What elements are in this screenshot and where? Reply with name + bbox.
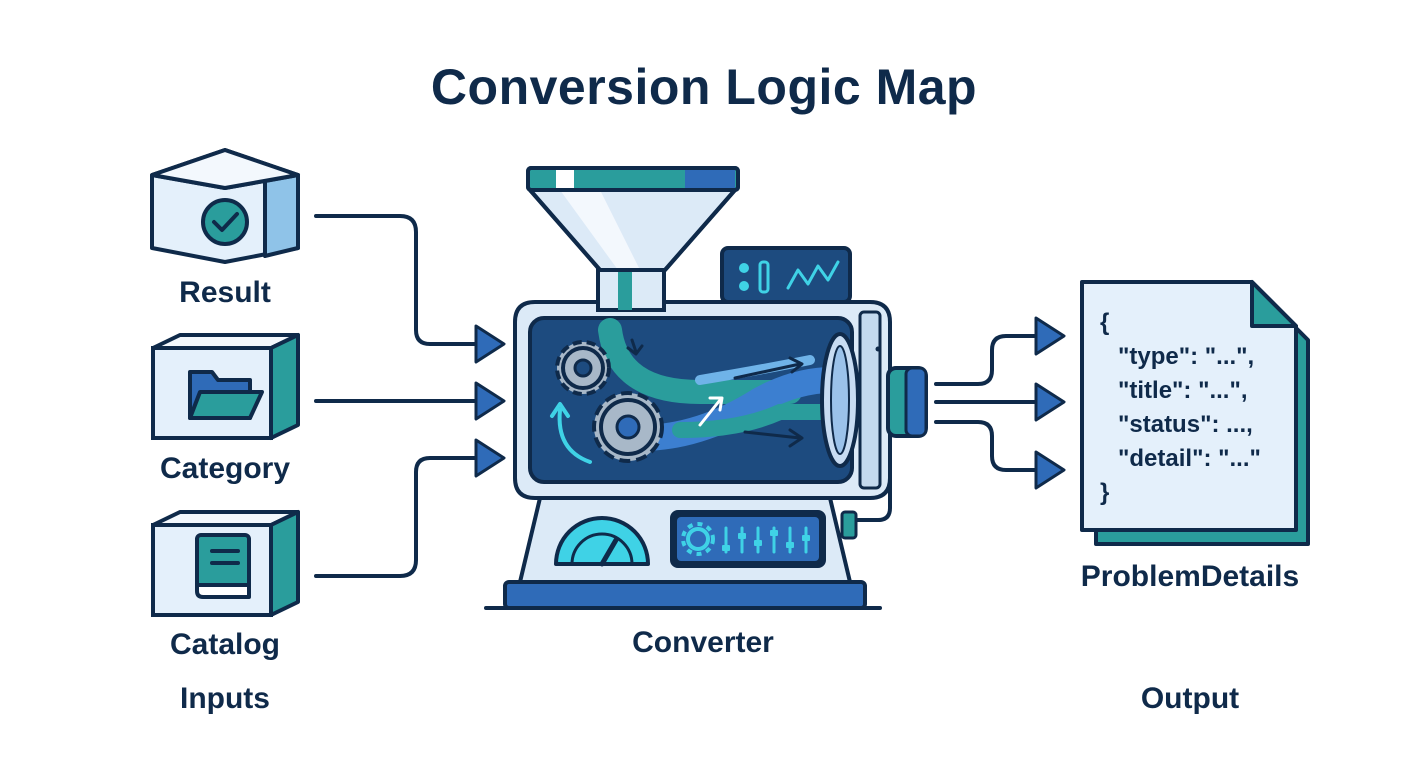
- monitor-panel: [720, 246, 852, 304]
- page-title: Conversion Logic Map: [430, 59, 978, 115]
- catalog-box: [151, 510, 300, 617]
- input-label-category: Category: [159, 452, 291, 485]
- code-line: }: [1100, 479, 1110, 506]
- converter-machine: [484, 166, 928, 610]
- control-panel: [670, 510, 826, 568]
- output-label: ProblemDetails: [1080, 560, 1300, 593]
- gear-small-icon: [555, 340, 611, 396]
- gauge-icon: [554, 516, 650, 567]
- input-arrowheads: [474, 324, 506, 478]
- category-box: [151, 333, 300, 440]
- code-line: "status": ...,: [1118, 411, 1253, 438]
- converter-label: Converter: [632, 626, 774, 659]
- code-line: {: [1100, 309, 1110, 336]
- flow-arrows: [626, 338, 804, 448]
- gear-icon: [681, 522, 715, 556]
- input-label-result: Result: [179, 276, 271, 309]
- json-code-block: { "type": "...", "title": "...", "status…: [1100, 306, 1261, 510]
- book-icon: [195, 533, 251, 599]
- checkmark-icon: [201, 198, 249, 246]
- output-section-label: Output: [1140, 682, 1240, 715]
- input-label-catalog: Catalog: [169, 628, 281, 661]
- code-line: "detail": "...": [1118, 445, 1261, 472]
- folder-icon: [188, 370, 264, 420]
- code-line: "type": "...",: [1118, 343, 1255, 370]
- inputs-section-label: Inputs: [180, 682, 270, 715]
- result-box: [150, 148, 300, 264]
- document-icon: [1080, 280, 1310, 546]
- code-line: "title": "...",: [1118, 377, 1248, 404]
- slider-knobs: [722, 530, 810, 551]
- output-connectors: [934, 334, 1038, 472]
- gear-large-icon: [592, 391, 664, 463]
- input-connectors: [314, 214, 478, 578]
- hopper-funnel: [526, 166, 740, 272]
- output-arrowheads: [1034, 316, 1066, 490]
